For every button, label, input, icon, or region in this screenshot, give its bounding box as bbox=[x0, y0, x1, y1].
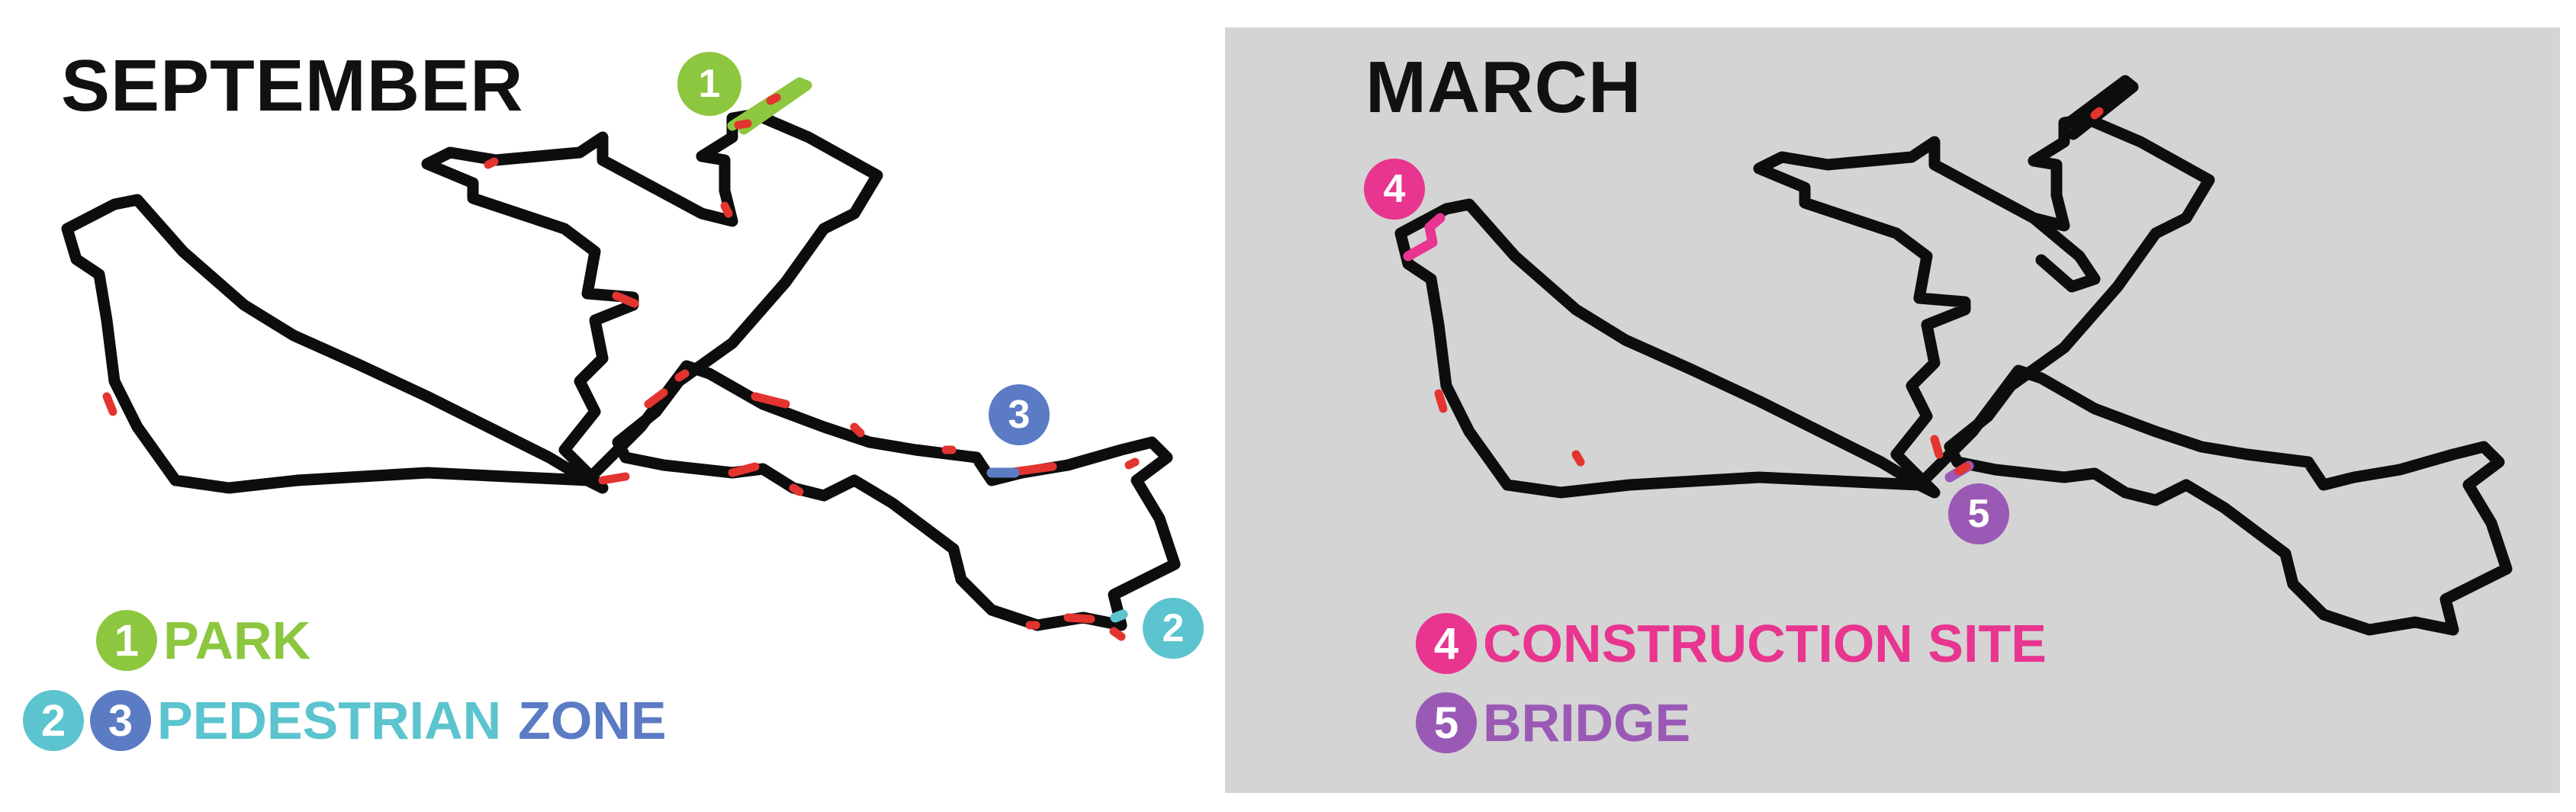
svg-text:3: 3 bbox=[1008, 393, 1031, 437]
march-panel: MARCH 4 5 4 CONSTRUCTION bbox=[1225, 27, 2560, 793]
legend-badge-1: 1 bbox=[96, 610, 157, 671]
september-route-path bbox=[61, 108, 1181, 631]
marker-3-pedestrian-zone: 3 bbox=[989, 384, 1050, 445]
marker-2-pedestrian-zone: 2 bbox=[1143, 598, 1204, 659]
legend-park: 1 PARK bbox=[96, 610, 310, 671]
september-title: SEPTEMBER bbox=[61, 45, 524, 127]
bridge-highlight bbox=[1944, 461, 1974, 483]
construction-site-highlight bbox=[1403, 213, 1446, 262]
pedestrian-zone-highlight-2 bbox=[1110, 609, 1128, 623]
legend-construction-site: 4 CONSTRUCTION SITE bbox=[1416, 613, 2047, 674]
march-route-path bbox=[1394, 75, 2513, 636]
legend-badge-2: 2 bbox=[23, 690, 84, 751]
legend-badge-3: 3 bbox=[90, 690, 151, 751]
legend-pedestrian-zone: 2 3 PEDESTRIAN ZONE bbox=[23, 690, 667, 751]
legend-bridge: 5 BRIDGE bbox=[1416, 692, 1690, 753]
september-route-map: 1 2 3 bbox=[61, 52, 1204, 659]
svg-text:2: 2 bbox=[1163, 606, 1185, 650]
march-title: MARCH bbox=[1365, 47, 1642, 128]
legend-badge-4: 4 bbox=[1416, 613, 1477, 674]
svg-text:5: 5 bbox=[1968, 492, 1990, 536]
legend-badge-5: 5 bbox=[1416, 692, 1477, 753]
legend-zone-label: ZONE bbox=[518, 691, 667, 750]
legend-pedestrian-label: PEDESTRIAN bbox=[157, 691, 502, 750]
march-route-map: 4 5 bbox=[1364, 75, 2513, 636]
svg-text:4: 4 bbox=[1384, 167, 1406, 211]
march-anomaly-spots bbox=[1434, 107, 2104, 467]
park-highlight bbox=[727, 77, 812, 135]
marker-5-bridge: 5 bbox=[1948, 483, 2009, 544]
svg-text:1: 1 bbox=[699, 62, 721, 106]
september-anomaly-spots bbox=[102, 157, 1140, 641]
marker-4-construction-site: 4 bbox=[1364, 159, 1425, 220]
legend-park-label: PARK bbox=[163, 611, 311, 670]
september-panel: SEPTEMBER bbox=[0, 0, 1220, 812]
legend-construction-label: CONSTRUCTION SITE bbox=[1483, 614, 2047, 673]
legend-bridge-label: BRIDGE bbox=[1483, 693, 1691, 753]
marker-1-park: 1 bbox=[677, 52, 741, 116]
